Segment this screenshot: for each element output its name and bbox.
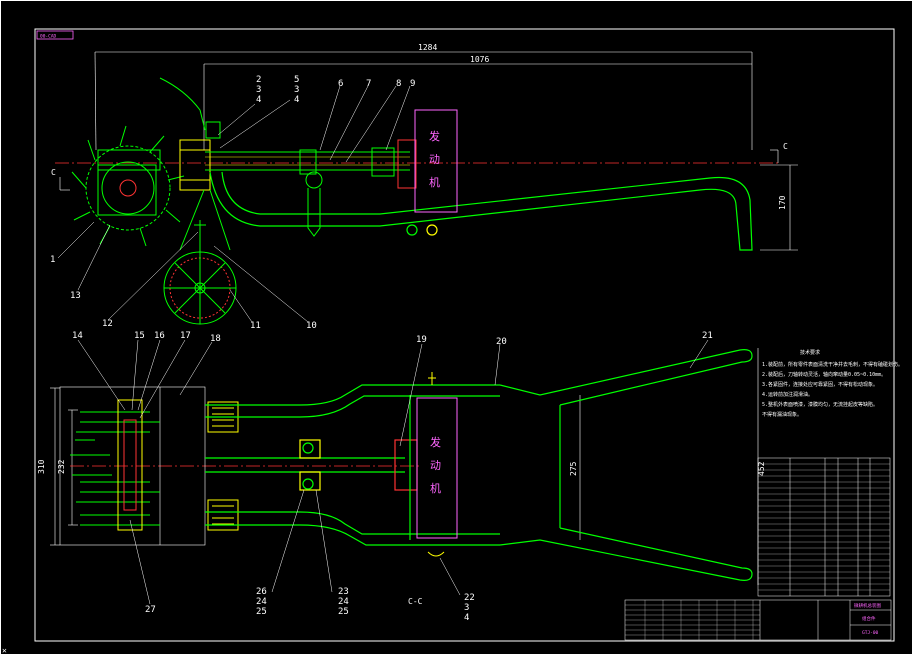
section-mark-right [770, 149, 779, 163]
balloon-bottom-6: 19 [416, 335, 427, 345]
engine-bottom-char-3: 机 [430, 481, 441, 495]
balloon-top-11: 1 [50, 255, 55, 265]
notes-line-5: 5.整机外表面喷漆，漆膜均匀，无流挂起皮等缺陷。 [762, 401, 878, 408]
engine-bottom-char-1: 发 [430, 435, 441, 449]
balloon-bottom-8: 21 [702, 331, 713, 341]
balloon-bottom-9: 27 [145, 605, 156, 615]
balloon-top-9: 8 [396, 79, 401, 89]
title-block-grid [625, 600, 760, 640]
balloon-bottom-10: 26 [256, 587, 267, 597]
section-mark-left [59, 177, 70, 191]
balloon-top-8: 7 [366, 79, 371, 89]
balloon-bottom-12: 25 [256, 607, 267, 617]
dim-width-outer: 310 [37, 459, 46, 474]
section-view-label: C-C [408, 597, 423, 606]
ucs-icon: ✕ [2, 646, 7, 655]
section-mark-right-text: C [783, 142, 788, 151]
title-block-material: 组合件 [862, 615, 876, 622]
balloon-bottom-2: 15 [134, 331, 145, 341]
balloon-bottom-5: 18 [210, 334, 221, 344]
balloon-bottom-1: 14 [72, 331, 83, 341]
balloon-bottom-3: 16 [154, 331, 165, 341]
transport-wheel [163, 220, 237, 325]
tiller-blades-plan [59, 386, 206, 546]
balloon-bottom-14: 24 [338, 597, 349, 607]
parts-list [757, 457, 891, 597]
engine-top-char-1: 发 [429, 129, 440, 143]
balloon-top-1: 2 [256, 75, 261, 85]
engine-top-char-3: 机 [429, 175, 440, 189]
handlebar-plan [409, 349, 753, 581]
engine-top-char-2: 动 [429, 153, 440, 166]
dim-width-inner: 232 [57, 459, 66, 474]
engine-bottom: 发 动 机 [416, 397, 458, 539]
rotary-tiller-side [71, 125, 185, 247]
balloon-top-14: 11 [250, 321, 261, 331]
leader-lines-top [57, 85, 411, 323]
notes-line-4: 4.运转前加注润滑油。 [762, 391, 813, 398]
dim-height: 170 [778, 195, 787, 210]
notes-line-6: 不得有漏油现象。 [762, 411, 802, 418]
parts-list-rows [758, 463, 890, 591]
balloon-top-6: 4 [294, 95, 299, 105]
balloon-bottom-18: 4 [464, 613, 469, 623]
balloon-bottom-16: 22 [464, 593, 475, 603]
notes-line-2: 2.装配后，刀轴转动灵活，轴向窜动量0.05~0.10mm。 [762, 371, 886, 378]
balloon-bottom-4: 17 [180, 331, 191, 341]
notes-line-3: 3.各紧固件，连接处应可靠紧固，不得有松动现象。 [762, 381, 878, 388]
balloon-top-5: 3 [294, 85, 299, 95]
balloon-top-3: 4 [256, 95, 261, 105]
balloon-bottom-11: 24 [256, 597, 267, 607]
title-block-name: 微耕机总装图 [854, 602, 881, 609]
dimension-lines [94, 51, 798, 251]
drawing-tag-text: 00-CAD [40, 34, 57, 40]
balloon-top-13: 12 [102, 319, 113, 329]
dim-handle-width: 275 [569, 461, 578, 476]
support-arm [159, 77, 231, 251]
drawing-tag: 00-CAD [36, 30, 74, 40]
balloon-bottom-7: 20 [496, 337, 507, 347]
frame-plan [205, 384, 500, 546]
engine-top: 发 动 机 [414, 109, 458, 213]
small-parts-bottom [427, 372, 445, 557]
balloon-top-2: 3 [256, 85, 261, 95]
title-block-code: GTJ-00 [862, 630, 879, 636]
balloon-top-12: 13 [70, 291, 81, 301]
balloon-bottom-17: 3 [464, 603, 469, 613]
balloon-bottom-13: 23 [338, 587, 349, 597]
drive-shaft-tube [205, 139, 417, 189]
dim-handle-length: 1076 [470, 55, 489, 64]
dim-overall-length: 1284 [418, 43, 437, 52]
depth-stake [305, 171, 323, 237]
balloon-top-15: 10 [306, 321, 317, 331]
technical-notes: 技术要求 1.装配前，所有零件表面清洗干净并去毛刺，不得有磕碰划伤。 2.装配后… [762, 349, 903, 418]
balloon-top-7: 6 [338, 79, 343, 89]
notes-line-1: 1.装配前，所有零件表面清洗干净并去毛刺，不得有磕碰划伤。 [762, 361, 903, 368]
balloon-bottom-15: 25 [338, 607, 349, 617]
leader-lines-bottom [77, 339, 709, 605]
engine-bottom-char-2: 动 [430, 459, 441, 472]
section-mark-left-text: C [51, 168, 56, 177]
notes-title: 技术要求 [800, 349, 820, 356]
balloon-top-4: 5 [294, 75, 299, 85]
balloon-top-10: 9 [410, 79, 415, 89]
dim-handle-span: 452 [757, 461, 766, 476]
handlebar-side [209, 171, 753, 251]
